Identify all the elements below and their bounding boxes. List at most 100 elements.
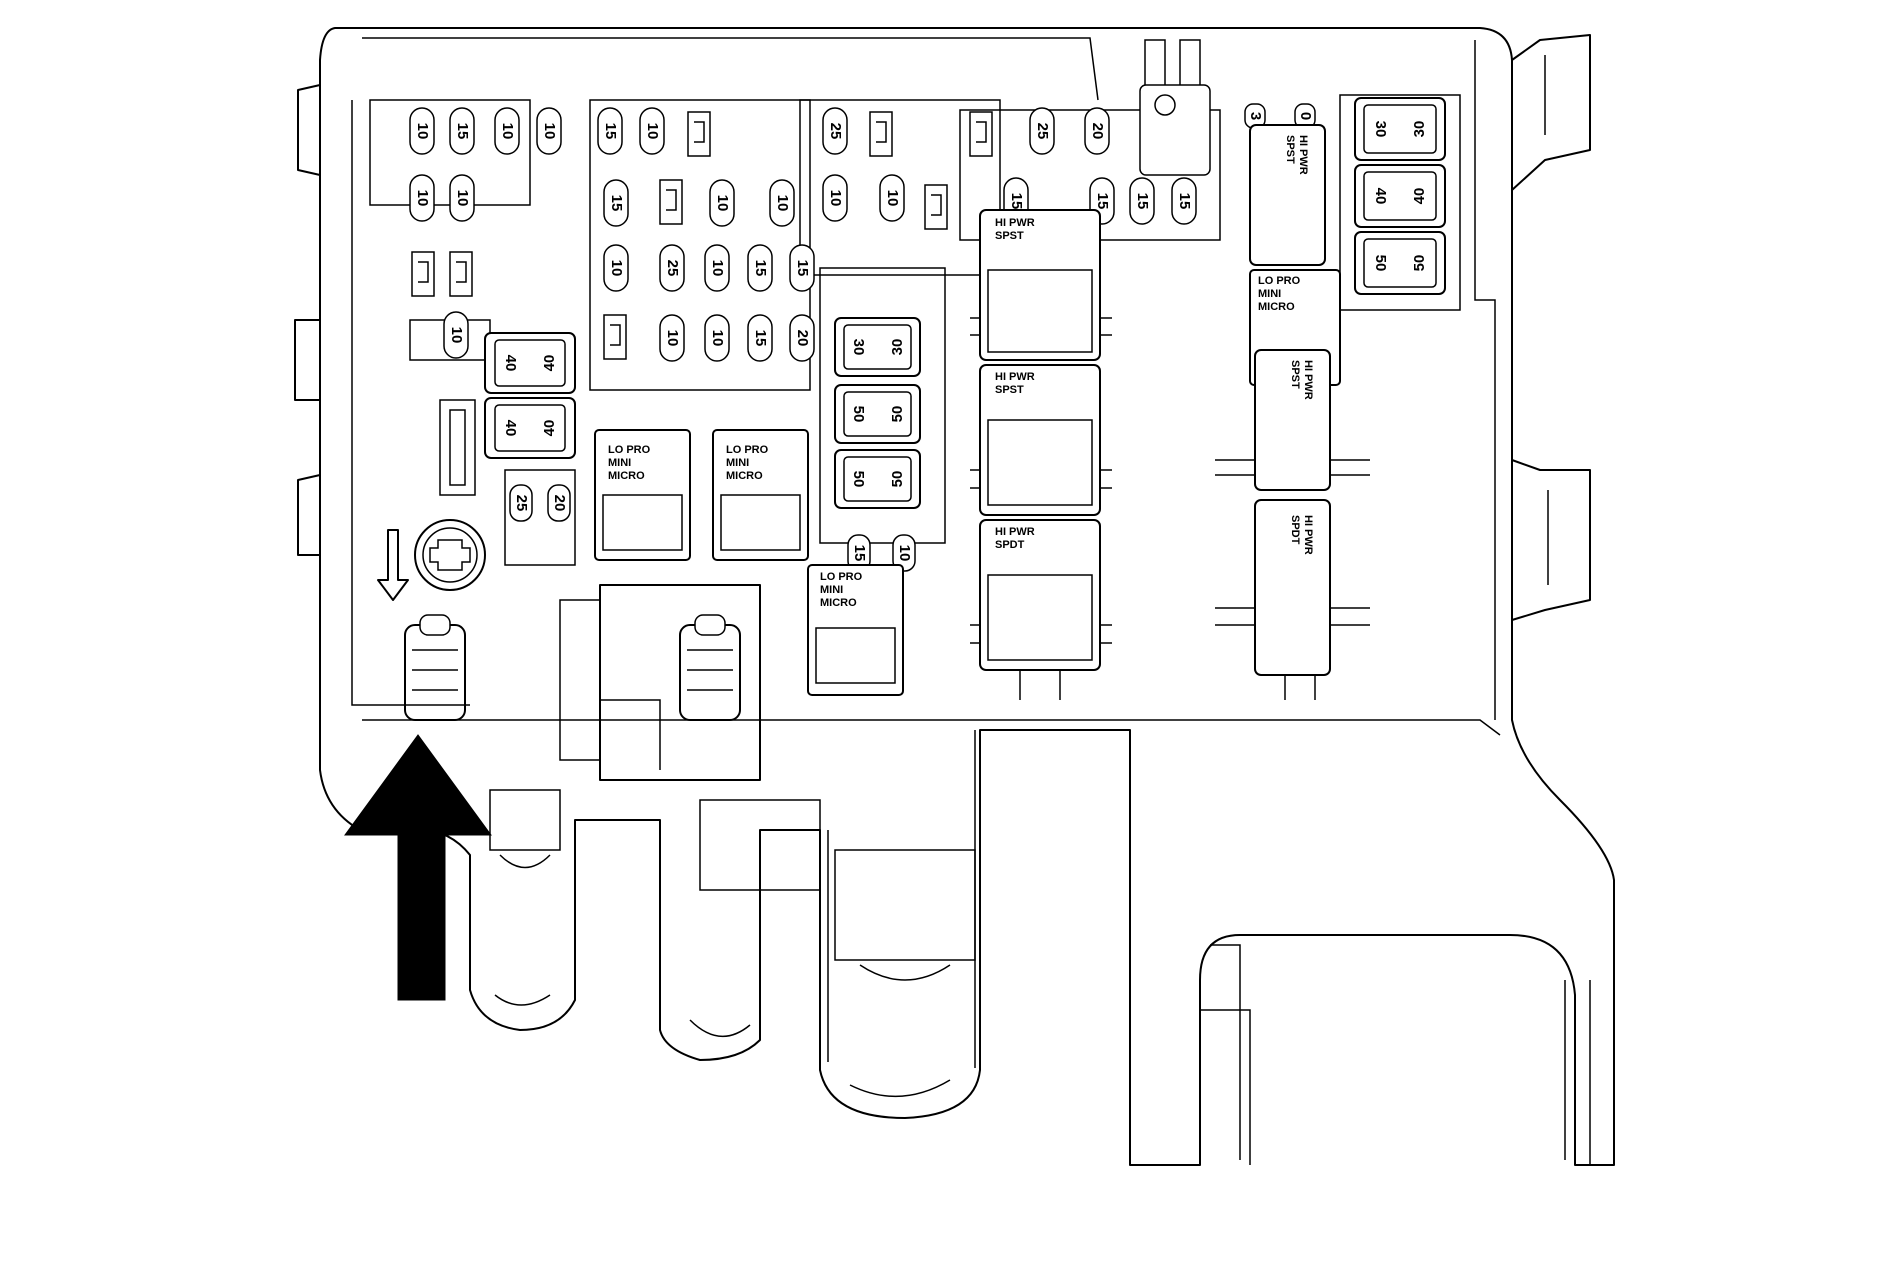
relay-label: HI PWR — [995, 526, 1035, 538]
fuse-f5: 10 — [409, 174, 435, 222]
fuse-label: 40 — [541, 420, 558, 437]
relay-label: MINI — [726, 457, 749, 469]
fuse-label: 40 — [1372, 188, 1389, 205]
fuse-label: 15 — [752, 260, 769, 277]
empty-fuse-slots — [411, 111, 993, 360]
relay-label: SPDT — [1289, 515, 1301, 545]
fuse-label: 30 — [889, 339, 906, 356]
fuse-label: 25 — [513, 495, 530, 512]
fuse-label: 10 — [644, 123, 661, 140]
fuse-label: 10 — [414, 123, 431, 140]
fuse-label: 10 — [714, 195, 731, 212]
fuse-f1: 10 — [409, 107, 435, 155]
relay-label: MINI — [820, 584, 843, 596]
fuse-label: 15 — [602, 123, 619, 140]
fuse-label: 10 — [454, 190, 471, 207]
svg-text:HI PWRSPDT: HI PWRSPDT — [995, 526, 1035, 551]
fuse-f10: 10 — [709, 179, 735, 227]
battery-stud-right — [679, 614, 741, 721]
fuse-f3: 10 — [494, 107, 520, 155]
fuse-label: 0 — [1297, 112, 1314, 120]
fuse-label: 40 — [1411, 188, 1428, 205]
relay-label: MICRO — [1258, 301, 1295, 313]
relay-label: MICRO — [608, 470, 645, 482]
maxi-fuse-m4: 50 50 — [834, 384, 921, 444]
fuse-f2: 15 — [449, 107, 475, 155]
fuse-label: 15 — [454, 123, 471, 140]
fuse-f20: 20 — [789, 314, 815, 362]
fuse-label: 50 — [889, 406, 906, 423]
fuse-f6: 10 — [449, 174, 475, 222]
fuse-label: 50 — [1411, 255, 1428, 272]
fuse-label: 15 — [752, 330, 769, 347]
fuse-label: 15 — [608, 195, 625, 212]
fuse-f26: 20 — [1084, 107, 1110, 155]
svg-text:HI PWRSPST: HI PWRSPST — [1289, 360, 1314, 400]
relay-label: MICRO — [726, 470, 763, 482]
relay-label: MINI — [608, 457, 631, 469]
fuse-label: 50 — [850, 406, 867, 423]
lower-sockets — [489, 789, 976, 981]
connector-block — [559, 584, 761, 781]
fuse-f11: 10 — [769, 179, 795, 227]
fuse-label: 30 — [850, 339, 867, 356]
fuse-label: 40 — [502, 355, 519, 372]
mounting-screw — [414, 519, 486, 591]
fuse-label: 15 — [1176, 193, 1193, 210]
relay-label: SPDT — [995, 539, 1025, 551]
fuse-f22: 25 — [822, 107, 848, 155]
fuse-block-housing — [319, 27, 1615, 1166]
fuse-label: 15 — [1094, 193, 1111, 210]
relay-label: SPST — [1284, 135, 1296, 164]
maxi-fuse-m3: 30 30 — [834, 317, 921, 377]
relay-label: LO PRO — [1258, 275, 1301, 287]
fuse-label: 15 — [1134, 193, 1151, 210]
fuse-label: 10 — [827, 190, 844, 207]
relay-label: LO PRO — [820, 571, 863, 583]
relay-label: MINI — [1258, 288, 1281, 300]
relay-hp5: HI PWRSPST — [1254, 349, 1331, 491]
fuse-f25: 25 — [1029, 107, 1055, 155]
relay-label: HI PWR — [1302, 515, 1314, 555]
fuse-label: 10 — [664, 330, 681, 347]
relay-label: LO PRO — [608, 444, 651, 456]
fuse-f23: 10 — [822, 174, 848, 222]
fuse-label: 20 — [1089, 123, 1106, 140]
fuse-f12: 10 — [603, 244, 629, 292]
relay-label: HI PWR — [995, 217, 1035, 229]
relay-label: HI PWR — [1302, 360, 1314, 400]
fuse-label: 25 — [664, 260, 681, 277]
fuse-f29: 15 — [1129, 177, 1155, 225]
fuse-f4: 10 — [536, 107, 562, 155]
fuse-f30: 15 — [1171, 177, 1197, 225]
fuse-f32: 20 — [547, 484, 571, 522]
fuse-f16: 15 — [789, 244, 815, 292]
maxi-fuse-m7: 40 40 — [1354, 164, 1446, 228]
relay-label: SPST — [995, 384, 1024, 396]
fuse-label: 3 — [1247, 112, 1264, 120]
fuse-f18: 10 — [704, 314, 730, 362]
fuse-label: 10 — [709, 330, 726, 347]
relay-label: HI PWR — [1297, 135, 1309, 175]
fuse-label: 10 — [884, 190, 901, 207]
relay-hp4: HI PWRSPST — [1249, 124, 1326, 266]
right-latches — [1511, 34, 1591, 621]
fuse-label: 15 — [1008, 193, 1025, 210]
fuse-label: 10 — [774, 195, 791, 212]
fuse-label: 10 — [896, 545, 913, 562]
fuse-f7: 15 — [597, 107, 623, 155]
svg-text:HI PWRSPST: HI PWRSPST — [995, 217, 1035, 242]
fuse-label: 30 — [1372, 121, 1389, 138]
fuse-f19: 15 — [747, 314, 773, 362]
